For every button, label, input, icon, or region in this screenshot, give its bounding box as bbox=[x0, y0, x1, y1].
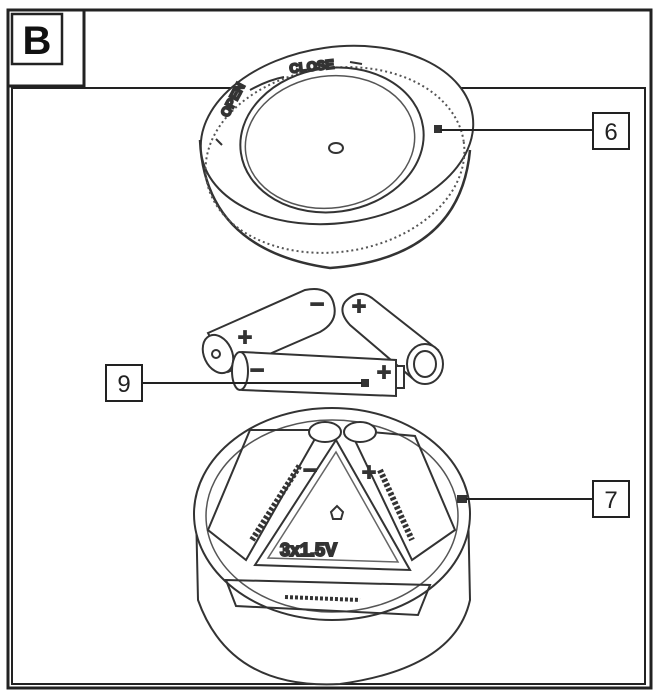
battery-right: + bbox=[341, 292, 444, 385]
lid-inner-ring-2 bbox=[244, 74, 416, 210]
lid-close-text: CLOSE bbox=[289, 56, 335, 76]
battery-front-cap bbox=[395, 365, 405, 389]
holder-spring-left bbox=[308, 421, 342, 443]
holder-right-emboss bbox=[377, 468, 415, 542]
lid-inner-ring bbox=[239, 66, 425, 214]
holder-plus-right: + bbox=[362, 459, 376, 486]
holder-minus-left: − bbox=[303, 457, 317, 484]
callout-9-box bbox=[105, 364, 143, 402]
battery-left-plus: + bbox=[238, 324, 252, 351]
holder-bottom-emboss bbox=[284, 595, 361, 602]
holder-inner-rim bbox=[205, 419, 459, 613]
outer-frame bbox=[6, 8, 653, 690]
battery-left-minus: − bbox=[310, 291, 324, 318]
lid-center-hole bbox=[328, 142, 344, 154]
lid-arrow-right-icon bbox=[349, 61, 363, 65]
panel-label-inner-box bbox=[10, 12, 64, 66]
lid-arrow-left-icon bbox=[215, 138, 223, 146]
callout-9-label: 9 bbox=[117, 371, 130, 398]
battery-right-end-inner bbox=[413, 350, 437, 378]
holder-voltage-text: 3x1.5V bbox=[280, 540, 337, 560]
battery-front-left-end bbox=[231, 351, 249, 391]
battery-lid: OPEN CLOSE bbox=[198, 44, 475, 270]
holder-spring-right bbox=[343, 421, 377, 443]
battery-front-minus: − bbox=[250, 357, 264, 384]
holder-triangle bbox=[253, 438, 412, 572]
callout-6-label: 6 bbox=[604, 119, 617, 146]
panel-label-text: B bbox=[23, 19, 52, 63]
lid-arrow-icon bbox=[249, 76, 285, 91]
battery-right-plus: + bbox=[352, 293, 366, 320]
battery-left-terminal-icon bbox=[211, 349, 221, 359]
holder-triangle-inner bbox=[266, 450, 400, 563]
battery-front-plus: + bbox=[377, 359, 391, 386]
holder-mark bbox=[457, 495, 467, 503]
battery-front-mark bbox=[361, 379, 369, 387]
holder-center-pentagon-icon bbox=[329, 504, 345, 520]
batteries: + − + − + bbox=[201, 288, 444, 398]
holder-compartment-bottom bbox=[224, 578, 432, 617]
battery-holder: 3x1.5V + − bbox=[193, 407, 472, 686]
callout-7: 7 bbox=[466, 480, 630, 518]
callout-7-label: 7 bbox=[604, 487, 617, 514]
callout-9: 9 bbox=[105, 364, 362, 402]
battery-front: − + bbox=[231, 350, 405, 398]
callout-6: 6 bbox=[440, 112, 630, 150]
holder-compartment-left bbox=[206, 429, 322, 562]
holder-compartment-right bbox=[348, 428, 457, 562]
callout-6-box bbox=[592, 112, 630, 150]
callout-7-box bbox=[592, 480, 630, 518]
panel-label: B bbox=[6, 8, 86, 88]
